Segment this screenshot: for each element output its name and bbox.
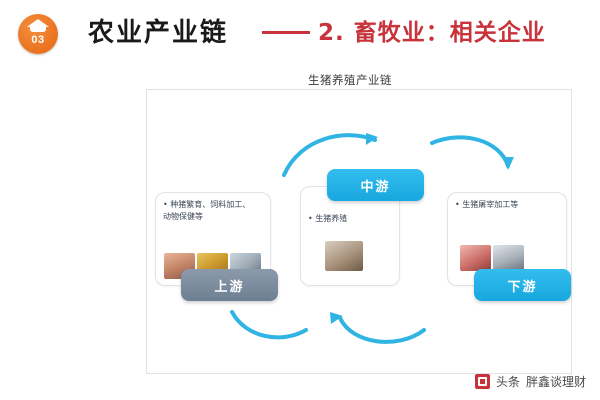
section-badge-number: 03 [31, 34, 45, 46]
downstream-card-text: • 生猪屠宰加工等 [455, 200, 519, 209]
stage-tab-midstream[interactable]: 中游 [327, 169, 424, 201]
diagram-title: 生猪养殖产业链 [308, 73, 392, 87]
watermark-author: 胖鑫谈理财 [525, 375, 586, 389]
farm-photo [325, 241, 363, 271]
watermark: 头条 胖鑫谈理财 [474, 373, 586, 390]
watermark-platform: 头条 [495, 375, 520, 389]
toutiao-logo-icon [474, 374, 490, 389]
midstream-card: • 生猪养殖 [300, 186, 400, 286]
graduation-cap-icon [27, 19, 49, 27]
page-subtitle: 2. 畜牧业：相关企业 [318, 20, 546, 46]
downstream-photos [460, 245, 524, 271]
slide-header: 03 农业产业链 2. 畜牧业：相关企业 [0, 0, 600, 62]
title-divider [262, 31, 310, 34]
stage-tab-upstream[interactable]: 上游 [181, 269, 278, 301]
upstream-card-text: • 种猪繁育、饲料加工、 动物保健等 [163, 200, 251, 221]
stage-tab-downstream[interactable]: 下游 [474, 269, 571, 301]
page-title: 农业产业链 [88, 18, 229, 48]
meat-photo [460, 245, 491, 271]
processing-photo [493, 245, 524, 271]
graduation-cap-band-icon [30, 27, 46, 32]
midstream-photos [325, 241, 363, 271]
section-badge: 03 [18, 14, 58, 54]
midstream-card-text: • 生猪养殖 [308, 214, 348, 223]
